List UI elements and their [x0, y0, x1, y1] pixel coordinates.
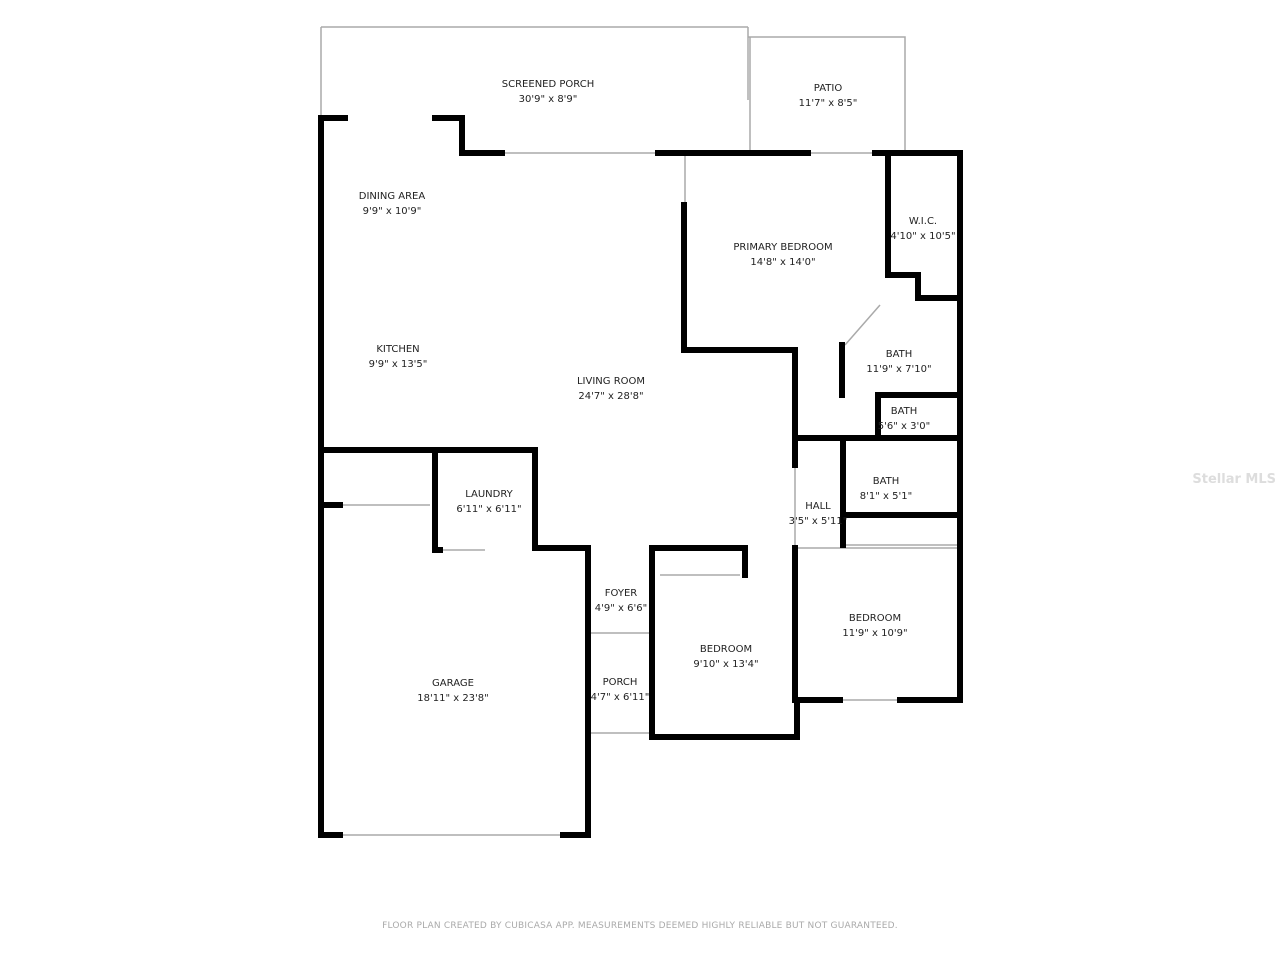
- room-bath-hall: BATH 8'1" x 5'1": [860, 474, 912, 504]
- room-dimensions: 9'9" x 10'9": [362, 206, 422, 217]
- room-dimensions: 4'9" x 6'6": [594, 603, 648, 614]
- room-bedroom-front: BEDROOM 9'10" x 13'4": [693, 642, 758, 672]
- room-name: BATH: [872, 476, 900, 487]
- room-name: BATH: [890, 406, 918, 417]
- room-dimensions: 24'7" x 28'8": [578, 391, 644, 402]
- room-bath-primary: BATH 11'9" x 7'10": [866, 347, 931, 377]
- room-screened-porch: SCREENED PORCH 30'9" x 8'9": [502, 77, 594, 107]
- room-name: BEDROOM: [699, 644, 753, 655]
- room-name: BATH: [885, 349, 913, 360]
- room-dimensions: 4'7" x 6'11": [590, 692, 650, 703]
- room-name: PRIMARY BEDROOM: [733, 242, 833, 253]
- room-name: W.I.C.: [908, 216, 938, 227]
- room-name: PORCH: [602, 677, 638, 688]
- room-name: HALL: [805, 501, 831, 512]
- room-hall: HALL 3'5" x 5'11": [789, 499, 848, 529]
- room-dimensions: 18'11" x 23'8": [417, 693, 489, 704]
- room-kitchen: KITCHEN 9'9" x 13'5": [369, 342, 428, 372]
- room-name: LAUNDRY: [465, 489, 513, 500]
- room-dimensions: 11'9" x 7'10": [866, 364, 932, 375]
- room-dimensions: 9'10" x 13'4": [693, 659, 759, 670]
- room-wic: W.I.C. 4'10" x 10'5": [890, 214, 955, 244]
- room-name: DINING AREA: [358, 191, 426, 202]
- room-name: KITCHEN: [376, 344, 420, 355]
- room-porch: PORCH 4'7" x 6'11": [591, 675, 650, 705]
- room-name: BEDROOM: [848, 613, 902, 624]
- room-bedroom-right: BEDROOM 11'9" x 10'9": [842, 611, 907, 641]
- room-dimensions: 6'11" x 6'11": [456, 504, 522, 515]
- room-dimensions: 9'9" x 13'5": [368, 359, 428, 370]
- room-laundry: LAUNDRY 6'11" x 6'11": [456, 487, 521, 517]
- room-living-room: LIVING ROOM 24'7" x 28'8": [577, 374, 645, 404]
- room-bath-small: BATH 5'6" x 3'0": [878, 404, 930, 434]
- disclaimer-footer: FLOOR PLAN CREATED BY CUBICASA APP. MEAS…: [382, 921, 898, 931]
- watermark: Stellar MLS: [1192, 472, 1276, 487]
- room-name: GARAGE: [432, 678, 474, 689]
- room-dimensions: 11'7" x 8'5": [798, 98, 858, 109]
- room-dining-area: DINING AREA 9'9" x 10'9": [359, 189, 425, 219]
- room-garage: GARAGE 18'11" x 23'8": [417, 676, 489, 706]
- room-dimensions: 5'6" x 3'0": [877, 421, 931, 432]
- room-name: FOYER: [604, 588, 638, 599]
- room-patio: PATIO 11'7" x 8'5": [799, 81, 858, 111]
- room-name: SCREENED PORCH: [501, 79, 595, 90]
- thin-lines: [320, 26, 961, 838]
- room-primary-bedroom: PRIMARY BEDROOM 14'8" x 14'0": [733, 240, 832, 270]
- room-dimensions: 30'9" x 8'9": [518, 94, 578, 105]
- room-foyer: FOYER 4'9" x 6'6": [595, 586, 647, 616]
- walls: [318, 115, 963, 838]
- room-dimensions: 11'9" x 10'9": [842, 628, 908, 639]
- room-name: PATIO: [813, 83, 843, 94]
- room-dimensions: 3'5" x 5'11": [788, 516, 848, 527]
- room-dimensions: 8'1" x 5'1": [859, 491, 913, 502]
- room-dimensions: 14'8" x 14'0": [750, 257, 816, 268]
- room-name: LIVING ROOM: [576, 376, 646, 387]
- room-dimensions: 4'10" x 10'5": [890, 231, 956, 242]
